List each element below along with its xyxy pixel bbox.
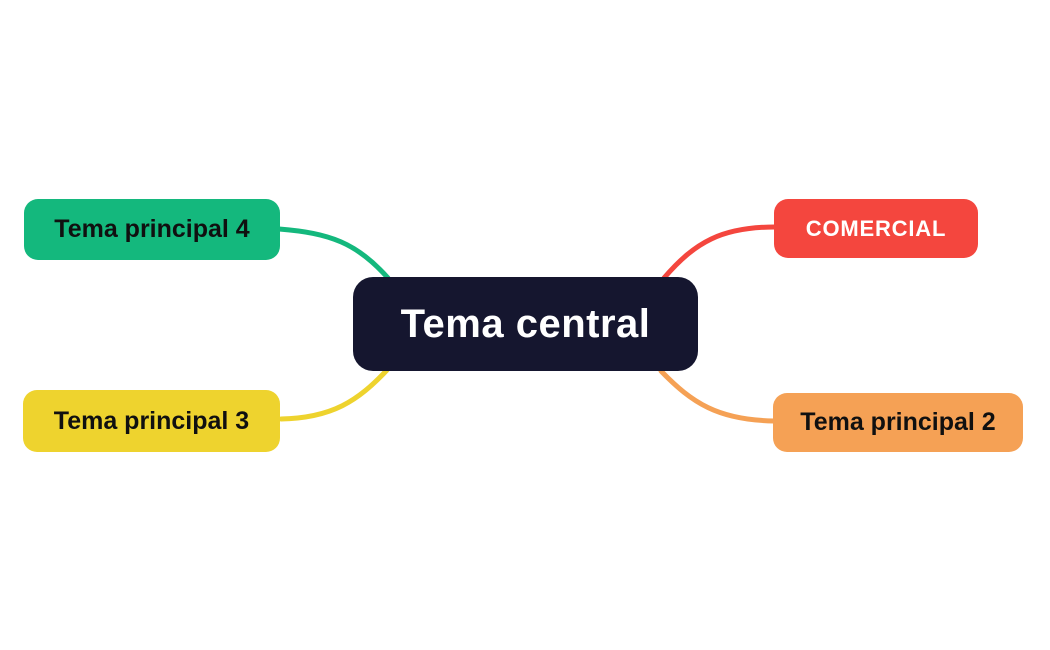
branch-label-tema-principal-3: Tema principal 3 bbox=[53, 406, 250, 435]
branch-node-comercial[interactable]: COMERCIAL bbox=[774, 199, 978, 258]
branch-node-tema-principal-3[interactable]: Tema principal 3 bbox=[23, 390, 280, 452]
branch-label-comercial: COMERCIAL bbox=[805, 215, 947, 241]
central-topic-label: Tema central bbox=[400, 301, 651, 346]
branch-node-tema-principal-4[interactable]: Tema principal 4 bbox=[24, 199, 280, 260]
central-topic-node[interactable]: Tema central bbox=[353, 277, 698, 371]
connector-central-to-tema-principal-2 bbox=[658, 368, 777, 424]
connector-central-to-comercial bbox=[661, 224, 778, 281]
connector-central-to-tema-principal-4 bbox=[276, 226, 391, 281]
branch-label-tema-principal-2: Tema principal 2 bbox=[800, 408, 996, 436]
connector-central-to-tema-principal-3 bbox=[278, 367, 390, 422]
branch-node-tema-principal-2[interactable]: Tema principal 2 bbox=[773, 393, 1023, 452]
branch-label-tema-principal-4: Tema principal 4 bbox=[54, 215, 250, 243]
